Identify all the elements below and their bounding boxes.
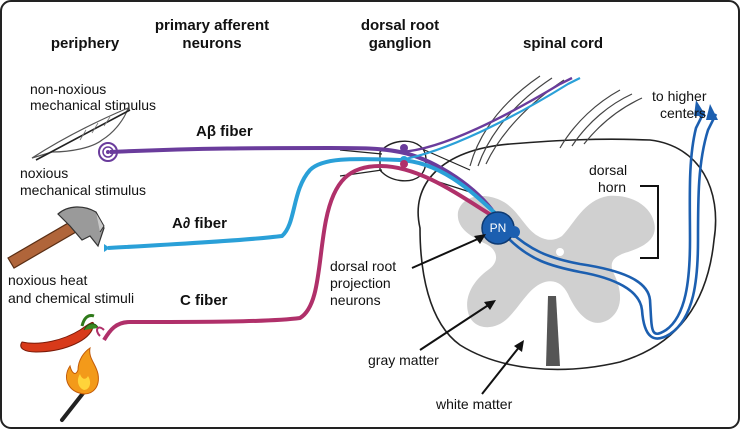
feather-icon <box>31 106 131 161</box>
hammer-icon <box>7 206 105 269</box>
label-dorsal: dorsal <box>589 162 627 178</box>
fiber-label-abeta: Aβ fiber <box>196 123 253 140</box>
header-ganglion: ganglion <box>369 35 432 52</box>
header-spinal-cord: spinal cord <box>523 35 603 52</box>
dorsal-root-sheath <box>339 147 471 193</box>
projection-neuron <box>481 100 718 340</box>
label-white-matter: white matter <box>435 396 513 412</box>
label-mechanical-2: mechanical stimulus <box>20 182 146 198</box>
pn-pointer-arrow <box>411 237 481 269</box>
label-mechanical-1: mechanical stimulus <box>30 97 156 113</box>
label-gray-matter: gray matter <box>368 352 439 368</box>
c-fiber <box>96 160 498 342</box>
abeta-fiber <box>98 76 573 212</box>
white-matter-arrow <box>481 345 521 395</box>
chili-pepper-icon <box>20 314 99 353</box>
label-horn: horn <box>598 179 626 195</box>
flame-icon <box>60 346 99 422</box>
label-centers: centers <box>660 105 706 121</box>
ventral-fissure <box>546 296 560 366</box>
header-periphery: periphery <box>51 35 120 52</box>
label-neurons: neurons <box>330 292 381 308</box>
header-dorsal-root: dorsal root <box>361 17 439 34</box>
label-noxious: noxious <box>20 165 68 181</box>
label-to-higher: to higher <box>652 88 707 104</box>
fiber-label-adelta: A∂ fiber <box>172 215 227 232</box>
header-neurons: neurons <box>182 35 241 52</box>
gray-matter-arrow <box>419 303 491 351</box>
label-chemical-stimuli: and chemical stimuli <box>8 290 134 306</box>
label-non-noxious: non-noxious <box>30 81 106 97</box>
label-noxious-heat: noxious heat <box>8 272 88 288</box>
label-projection: projection <box>330 275 391 291</box>
fiber-label-c: C fiber <box>180 292 228 309</box>
central-canal <box>556 248 564 256</box>
header-primary-afferent: primary afferent <box>155 17 269 34</box>
dorsal-horn-bracket <box>640 185 659 259</box>
pn-label: PN <box>490 221 507 235</box>
label-dorsal-root-2: dorsal root <box>330 258 396 274</box>
